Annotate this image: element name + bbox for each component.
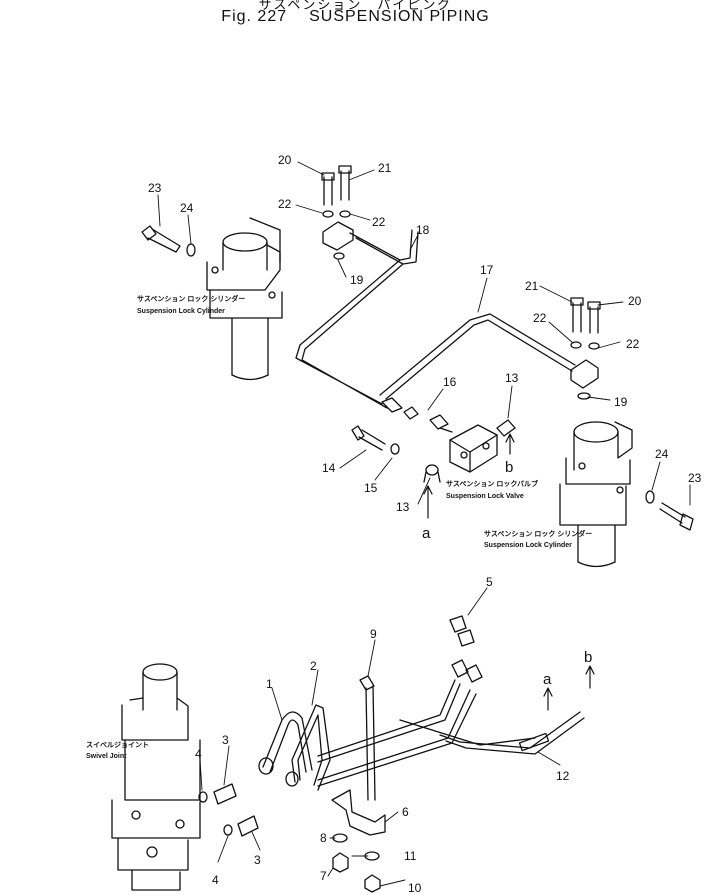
callout-12: 12 [556, 769, 570, 783]
swivel-joint [111, 663, 201, 891]
lock-cylinder-left [206, 217, 283, 381]
figure-number: Fig. 227 [221, 8, 288, 25]
plate-6 [331, 789, 386, 893]
long-pipes [317, 679, 536, 787]
callout-13-lower: 13 [396, 500, 410, 514]
label-swivel-joint-jp: スイベルジョイント [86, 741, 149, 749]
callout-22-upper-left: 22 [278, 197, 292, 211]
hose-1-end [258, 757, 274, 775]
callout-20-upper: 20 [278, 153, 292, 167]
callout-24-left: 24 [180, 201, 194, 215]
leader-lines [157, 161, 691, 887]
callout-23-left: 23 [148, 181, 162, 195]
callout-18: 18 [416, 223, 430, 237]
connection-arrows [423, 433, 595, 711]
label-lock-cylinder-right-jp: サスペンション ロック シリンダー [484, 529, 592, 538]
callout-21-right: 21 [525, 279, 539, 293]
label-lock-cylinder-left-jp: サスペンション ロック シリンダー [137, 294, 245, 303]
callout-22-upper-right: 22 [372, 215, 386, 229]
callout-19-right: 19 [614, 395, 628, 409]
bolt-23-left [141, 225, 196, 257]
bolt-23-right [645, 490, 694, 531]
callout-22-right-lower: 22 [626, 337, 640, 351]
callout-22-right-upper: 22 [533, 311, 547, 325]
pipe-ends-5 [449, 615, 483, 683]
callout-15: 15 [364, 481, 378, 495]
fittings-3-4 [198, 783, 259, 837]
callout-17: 17 [480, 263, 494, 277]
pipe-17 [379, 313, 576, 400]
callout-14: 14 [322, 461, 336, 475]
clamp-12 [518, 732, 550, 752]
callout-6: 6 [402, 805, 409, 819]
callout-20-right: 20 [628, 294, 642, 308]
connection-b-lower: b [584, 649, 592, 666]
callout-3-upper: 3 [222, 733, 229, 747]
hose-2 [291, 704, 331, 791]
connection-b-upper: b [505, 459, 513, 476]
flange-upper-right [570, 297, 601, 400]
bracket-9 [359, 675, 376, 801]
figure-title-text: SUSPENSION PIPING [309, 8, 490, 25]
callout-11: 11 [404, 849, 417, 863]
hose-1 [262, 711, 313, 773]
pipe-18 [295, 229, 419, 409]
callout-4-upper: 4 [195, 747, 202, 761]
callout-9: 9 [370, 627, 377, 641]
label-swivel-joint-en: Swivel Joint [86, 753, 127, 760]
callout-10: 10 [408, 881, 422, 895]
connection-a-upper: a [422, 525, 431, 542]
callout-1: 1 [266, 677, 273, 691]
callout-7: 7 [320, 869, 327, 883]
callout-23-right: 23 [688, 471, 702, 485]
callout-19-upper: 19 [350, 273, 364, 287]
label-lock-valve-en: Suspension Lock Valve [446, 493, 524, 500]
label-lock-cylinder-left-en: Suspension Lock Cylinder [137, 308, 225, 315]
callout-16: 16 [443, 375, 457, 389]
hose-12 [439, 711, 585, 755]
hose-2-end [285, 771, 299, 787]
callout-21-upper: 21 [378, 161, 392, 175]
lock-cylinder-right [559, 421, 633, 568]
label-lock-valve-jp: サスペンション ロックバルブ [446, 479, 538, 488]
callout-5: 5 [486, 575, 493, 589]
callout-24-right: 24 [655, 447, 669, 461]
callout-13-upper: 13 [505, 371, 519, 385]
flange-upper-left [321, 165, 354, 260]
connection-a-lower: a [543, 671, 552, 688]
label-lock-cylinder-right-en: Suspension Lock Cylinder [484, 542, 572, 549]
callout-2: 2 [310, 659, 317, 673]
bolt-14 [351, 425, 400, 455]
callout-3-lower: 3 [254, 853, 261, 867]
callout-4-lower: 4 [212, 873, 219, 887]
figure-title: Fig. 227 SUSPENSION PIPING [0, 8, 711, 26]
title-japanese: サスペンション パイピング [258, 0, 453, 13]
suspension-lock-valve [381, 397, 516, 483]
callout-8: 8 [320, 831, 327, 845]
